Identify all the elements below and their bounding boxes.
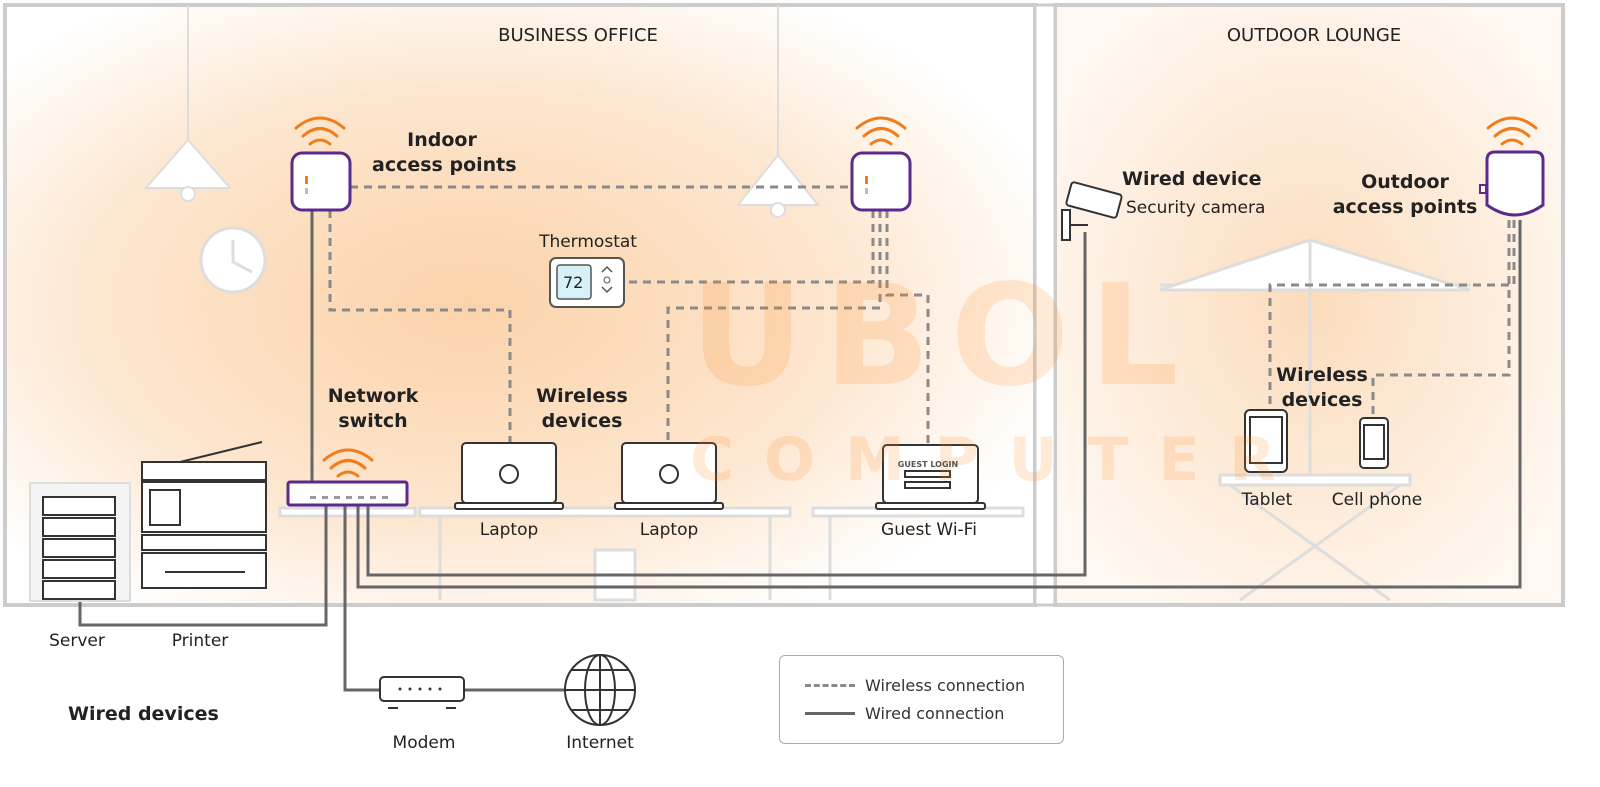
- watermark: COMPUTER: [690, 425, 1306, 495]
- wireless-connections: [328, 185, 1516, 445]
- watermark: UBOL: [690, 255, 1199, 418]
- modem-icon: [379, 676, 465, 709]
- dashed-line-icon: [805, 684, 855, 687]
- wired-devices-label: Wired devices: [68, 703, 219, 725]
- laptop-icon: [454, 442, 564, 510]
- server-icon: [29, 482, 131, 602]
- ceiling-lamp-icon: [143, 5, 821, 218]
- guest-wifi-label: Guest Wi-Fi: [881, 520, 977, 540]
- cell-phone-icon: [1359, 417, 1389, 469]
- wired-connections: [78, 210, 1522, 692]
- wired-switch-camera: [366, 232, 1087, 577]
- outdoor-access-point-icon: [1479, 150, 1545, 217]
- laptop-label: Laptop: [479, 520, 539, 540]
- room-title-lounge: OUTDOOR LOUNGE: [1226, 25, 1402, 46]
- security-camera-label: Security camera: [1126, 198, 1266, 218]
- internet-globe-icon: [564, 654, 636, 726]
- wired-switch-modem: [343, 505, 380, 692]
- wifi-icon: [855, 116, 907, 146]
- tablet-label: Tablet: [1241, 490, 1293, 510]
- clock-icon: [199, 226, 267, 294]
- indoor-access-point-icon: [290, 151, 352, 212]
- room-title-office: BUSINESS OFFICE: [498, 25, 658, 46]
- wifi-icon: [1486, 116, 1538, 146]
- laptop-icon: [614, 442, 724, 510]
- guest-laptop-icon: [875, 444, 986, 510]
- tablet-icon: [1244, 409, 1288, 473]
- legend-wired: Wired connection: [805, 704, 1004, 723]
- modem-label: Modem: [392, 733, 456, 753]
- wifi-icon: [322, 448, 374, 478]
- wired-switch-outdoor-ap: [356, 220, 1522, 589]
- network-switch-icon: [286, 480, 409, 507]
- printer-label: Printer: [171, 631, 229, 651]
- cell-phone-label: Cell phone: [1331, 490, 1423, 510]
- security-camera-icon: [1061, 181, 1123, 241]
- legend: Wireless connection Wired connection: [779, 655, 1064, 744]
- thermostat-value: 72: [563, 273, 584, 292]
- thermostat-label: Thermostat: [539, 232, 637, 252]
- guest-login-text: GUEST LOGIN: [897, 460, 959, 469]
- indoor-access-point-icon: [850, 151, 912, 212]
- laptop-label: Laptop: [639, 520, 699, 540]
- legend-wireless-label: Wireless connection: [865, 676, 1026, 695]
- internet-label: Internet: [566, 733, 634, 753]
- solid-line-icon: [805, 712, 855, 715]
- wired-device-label: Wired device: [1122, 168, 1262, 190]
- legend-wireless: Wireless connection: [805, 676, 1025, 695]
- wired-switch-server: [78, 505, 328, 627]
- wifi-icon: [294, 116, 346, 146]
- legend-wired-label: Wired connection: [865, 704, 1005, 723]
- server-label: Server: [49, 631, 105, 651]
- printer-icon: [141, 441, 267, 589]
- thermostat-icon: [549, 257, 625, 308]
